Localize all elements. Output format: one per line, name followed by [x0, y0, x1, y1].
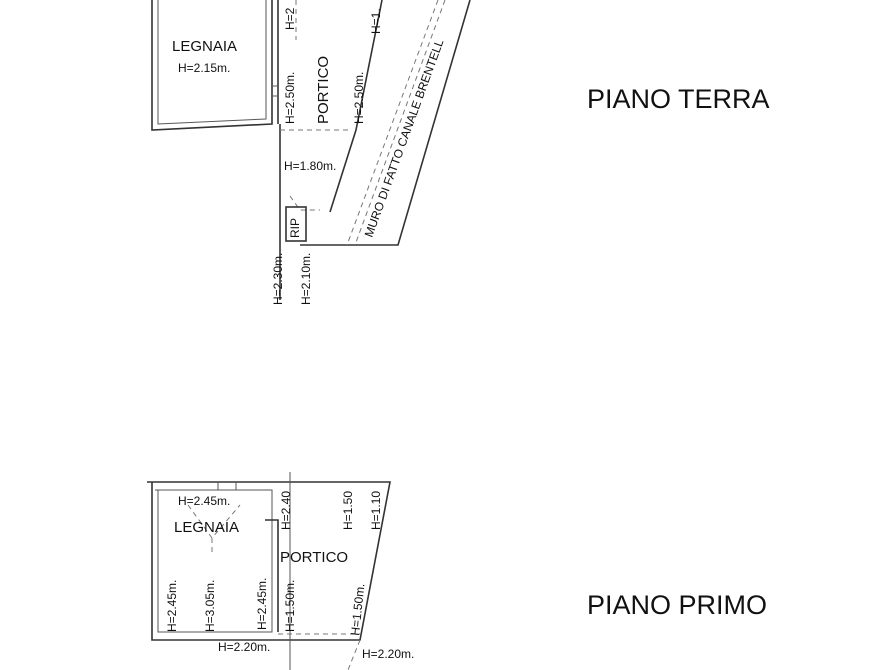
window-mark: [217, 482, 237, 490]
ground-height-lower: H=1.80m.: [284, 159, 336, 173]
first-height-110: H=1.10: [369, 491, 383, 530]
first-height-top: H=2.45m.: [178, 494, 230, 508]
ground-height-porch-right: H=2.50m.: [352, 72, 366, 124]
rip-label: RIP: [288, 218, 302, 238]
first-height-left-wall: H=2.45m.: [165, 580, 179, 632]
woodshed-wall: [151, 0, 273, 131]
ground-woodshed-height: H=2.15m.: [178, 61, 230, 75]
ground-floor-title: PIANO TERRA: [587, 84, 770, 114]
first-woodshed-label: LEGNAIA: [174, 519, 239, 536]
ground-woodshed-label: LEGNAIA: [172, 38, 237, 55]
ground-porch-label: PORTICO: [315, 56, 332, 124]
first-floor-title: PIANO PRIMO: [587, 590, 767, 620]
ground-height-top-right-cut: H=1.: [369, 8, 383, 34]
ground-height-rip-right: H=2.10m.: [299, 253, 313, 305]
ground-height-porch-left: H=2.50m.: [283, 72, 297, 124]
lower-dash-line: [289, 195, 320, 211]
first-height-bottom-right: H=2.20m.: [362, 647, 414, 661]
first-height-top-mid: H=2.40: [279, 491, 293, 530]
canal-dash-b: [346, 0, 439, 246]
roof-hip-mark: [187, 504, 241, 556]
canal-wall-label: MURO DI FATTO CANALE BRENTELL: [362, 37, 447, 239]
first-height-center: H=3.05m.: [203, 580, 217, 632]
first-floor-plan: H=2.45m. H=2.40 H=1.50 H=1.10 LEGNAIA PO…: [147, 472, 767, 670]
ground-height-rip-left: H=2.30m.: [271, 253, 285, 305]
door-mark: [272, 85, 278, 97]
canal-wall-outer: [300, 0, 471, 246]
first-height-bottom-left: H=2.20m.: [218, 640, 270, 654]
woodshed-inner-wall: [157, 0, 267, 125]
first-height-porch-left: H=1.50m.: [283, 580, 297, 632]
ground-height-top-cut: H=2: [283, 7, 297, 30]
canal-dash-a: [354, 0, 446, 246]
first-woodshed-inner-wall: [155, 489, 273, 633]
first-porch-label: PORTICO: [280, 549, 348, 566]
first-height-150: H=1.50: [341, 491, 355, 530]
canal-wall-inner: [329, 0, 383, 213]
first-height-porch-right: H=1.50m.: [348, 583, 367, 637]
first-stair-dash: [347, 639, 361, 670]
first-height-inner-wall: H=2.45m.: [255, 578, 269, 630]
first-inner-partition: [265, 519, 279, 632]
ground-floor-plan: LEGNAIA H=2.15m. PORTICO H=2 H=2.50m. H=…: [151, 0, 770, 305]
rip-closet: [285, 206, 307, 242]
